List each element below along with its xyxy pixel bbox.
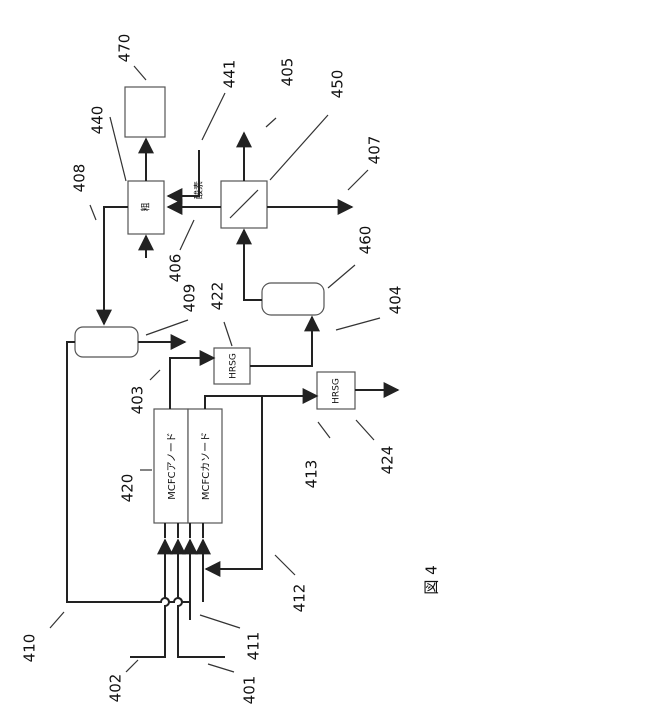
ref-406: 406 bbox=[167, 254, 185, 283]
hrsg-424-label: HRSG bbox=[332, 378, 342, 404]
ref-460: 460 bbox=[357, 226, 375, 255]
vessel-460 bbox=[262, 283, 324, 315]
ref-410: 410 bbox=[21, 634, 39, 663]
mcfc-cathode-label: MCFCカソード bbox=[200, 432, 212, 500]
vessel-409 bbox=[75, 327, 138, 357]
unit-470-box bbox=[125, 87, 165, 137]
ref-401: 401 bbox=[241, 676, 259, 705]
leader-403 bbox=[150, 370, 160, 380]
ref-402: 402 bbox=[107, 674, 125, 703]
ref-405: 405 bbox=[279, 58, 297, 87]
ref-407: 407 bbox=[366, 136, 384, 165]
anode-exhaust-403-line bbox=[170, 358, 214, 409]
leader-422 bbox=[224, 322, 232, 346]
leader-441 bbox=[202, 93, 225, 140]
mcfc-anode-label: MCFCアノード bbox=[167, 432, 178, 499]
unit-440-label: 粗 bbox=[140, 202, 152, 211]
stream-to-450-line bbox=[244, 230, 262, 300]
leader-424 bbox=[356, 420, 374, 440]
ref-412: 412 bbox=[291, 584, 309, 613]
ref-422: 422 bbox=[209, 282, 227, 311]
ref-470: 470 bbox=[116, 34, 134, 63]
leader-440 bbox=[110, 117, 126, 181]
ref-404: 404 bbox=[387, 286, 405, 315]
ref-420: 420 bbox=[119, 474, 137, 503]
leader-405 bbox=[266, 118, 276, 127]
ref-408: 408 bbox=[71, 164, 89, 193]
hrsg-422-label: HRSG bbox=[229, 353, 239, 379]
leader-408 bbox=[90, 205, 96, 220]
stream-404-line bbox=[250, 317, 312, 366]
ref-411: 411 bbox=[245, 632, 263, 661]
ref-450: 450 bbox=[329, 70, 347, 99]
ref-440: 440 bbox=[89, 106, 107, 135]
leader-402 bbox=[126, 660, 138, 672]
stream-408-line bbox=[104, 207, 128, 324]
leader-404 bbox=[336, 318, 380, 330]
leader-412 bbox=[275, 555, 295, 575]
leader-470 bbox=[134, 66, 146, 80]
ref-403: 403 bbox=[129, 386, 147, 415]
ref-413: 413 bbox=[303, 460, 321, 489]
leader-450 bbox=[270, 115, 328, 180]
ref-441: 441 bbox=[221, 60, 239, 89]
leader-401 bbox=[208, 664, 234, 672]
leader-406 bbox=[180, 220, 194, 250]
leader-411 bbox=[200, 615, 240, 628]
feed-401-line bbox=[178, 540, 225, 657]
figure-caption: 図 4 bbox=[423, 565, 441, 594]
leader-460 bbox=[328, 265, 355, 288]
leader-409 bbox=[146, 320, 188, 335]
ref-424: 424 bbox=[379, 446, 397, 475]
ref-409: 409 bbox=[181, 284, 199, 313]
leader-407 bbox=[348, 170, 368, 190]
leader-413 bbox=[318, 422, 330, 438]
leader-410 bbox=[50, 612, 64, 628]
